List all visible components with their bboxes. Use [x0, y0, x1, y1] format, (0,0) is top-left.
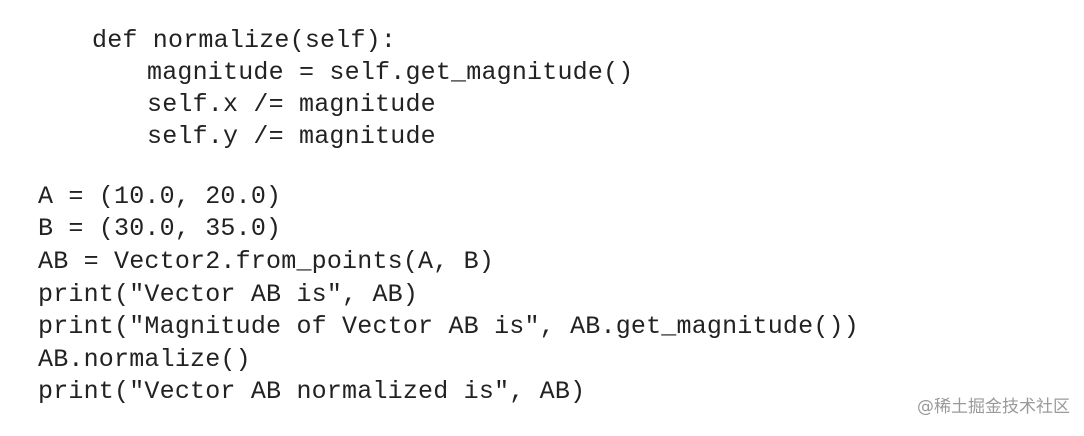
watermark: @稀土掘金技术社区	[917, 397, 1070, 417]
code-line-b-assign: B = (30.0, 35.0)	[38, 214, 282, 243]
code-line-def-normalize: def normalize(self):	[92, 26, 397, 55]
code-line-ab-from-points: AB = Vector2.from_points(A, B)	[38, 247, 495, 276]
code-line-print-vector: print("Vector AB is", AB)	[38, 280, 419, 309]
code-line-normalize-call: AB.normalize()	[38, 345, 251, 374]
code-line-a-assign: A = (10.0, 20.0)	[38, 182, 282, 211]
code-line-print-magnitude: print("Magnitude of Vector AB is", AB.ge…	[38, 312, 859, 341]
code-line-self-y-divide: self.y /= magnitude	[147, 122, 436, 151]
code-line-self-x-divide: self.x /= magnitude	[147, 90, 436, 119]
code-line-print-normalized: print("Vector AB normalized is", AB)	[38, 377, 586, 406]
code-line-magnitude-assign: magnitude = self.get_magnitude()	[147, 58, 634, 87]
